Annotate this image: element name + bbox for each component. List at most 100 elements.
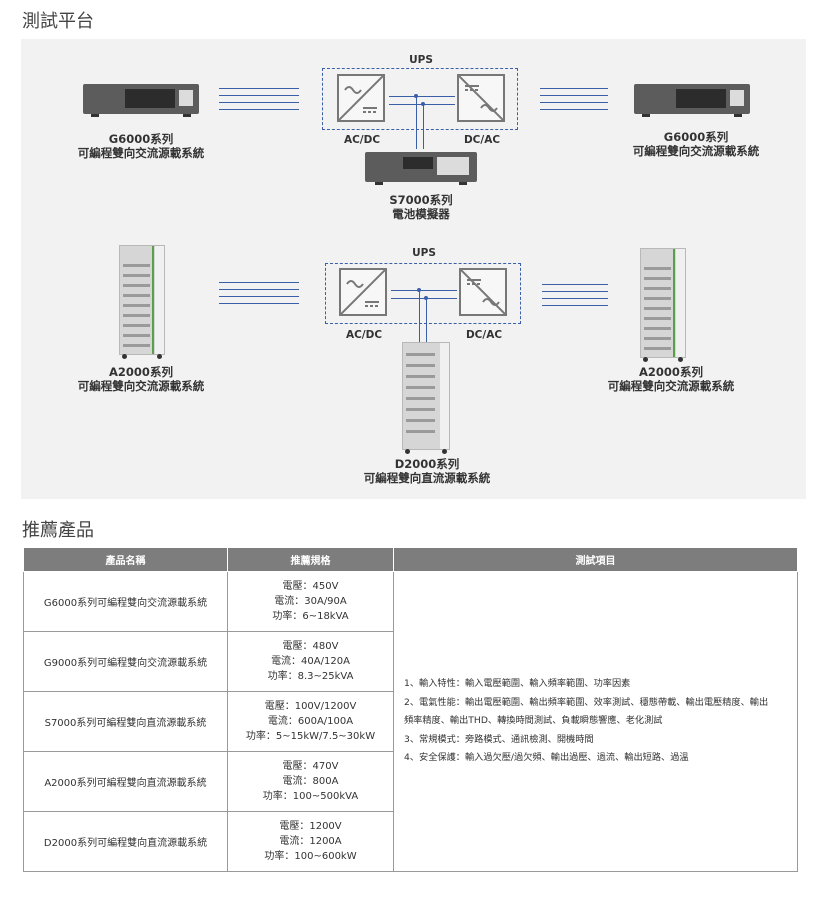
connection-line	[542, 305, 608, 306]
section-title-recommended-products: 推薦產品	[22, 520, 94, 541]
right-top-desc-label: 可編程雙向交流源載系統	[632, 144, 760, 158]
junction-dot	[417, 288, 421, 292]
right-bottom-desc-label: 可編程雙向交流源載系統	[607, 379, 735, 393]
center-bottom-series-label: D2000系列	[394, 457, 460, 471]
table-row: D2000系列可編程雙向直流源載系統 電壓：1200V 電流：1200A 功率：…	[23, 811, 798, 872]
connection-line	[219, 95, 299, 96]
spec-cell: 電壓：1200V 電流：1200A 功率：100~600kW	[227, 811, 394, 872]
spec-power: 功率：6~18kVA	[272, 611, 349, 622]
test-item: 2、電氣性能：輸出電壓範圍、輸出頻率範圍、效率測試、穩態帶載、輸出電壓精度、輸出	[404, 696, 769, 708]
connection-line	[219, 282, 299, 283]
product-name-cell: G6000系列可編程雙向交流源載系統	[23, 571, 228, 632]
junction-dot	[424, 296, 428, 300]
table-row: G9000系列可編程雙向交流源載系統 電壓：480V 電流：40A/120A 功…	[23, 631, 798, 692]
dcac-bottom-label: DC/AC	[465, 329, 503, 341]
product-spec-table: 產品名稱 推薦規格 測試項目 G6000系列可編程雙向交流源載系統 電壓：450…	[23, 547, 798, 872]
left-bottom-series-label: A2000系列	[109, 365, 173, 379]
spec-current: 電流：600A/100A	[267, 716, 354, 727]
cabinet-link-line	[426, 298, 427, 342]
spec-voltage: 電壓：480V	[282, 641, 339, 652]
product-name-cell: D2000系列可編程雙向直流源載系統	[23, 811, 228, 872]
acdc-converter-icon-top	[337, 74, 385, 122]
battery-link-line	[423, 104, 424, 149]
dcac-converter-icon-top	[457, 74, 505, 122]
section-title-test-platform: 測試平台	[22, 11, 94, 32]
g6000-device-image-left	[83, 84, 199, 117]
spec-cell: 電壓：100V/1200V 電流：600A/100A 功率：5~15kW/7.5…	[227, 691, 394, 752]
test-item: 3、常規模式：旁路模式、通訊檢測、開機時間	[404, 733, 594, 745]
table-row: G6000系列可編程雙向交流源載系統 電壓：450V 電流：30A/90A 功率…	[23, 571, 798, 872]
acdc-bottom-label: AC/DC	[345, 329, 383, 341]
ups-bottom-box	[325, 263, 521, 324]
junction-dot	[421, 102, 425, 106]
s7000-device-image	[365, 152, 477, 185]
test-platform-diagram: G6000系列 可編程雙向交流源載系統 UPS AC/DC DC/AC G600…	[21, 39, 806, 499]
spec-current: 電流：800A	[282, 776, 339, 787]
spec-current: 電流：1200A	[279, 836, 342, 847]
acdc-top-label: AC/DC	[343, 134, 381, 146]
connection-line	[219, 88, 299, 89]
spec-voltage: 電壓：450V	[282, 581, 339, 592]
spec-power: 功率：5~15kW/7.5~30kW	[245, 731, 376, 742]
center-top-series-label: S7000系列	[389, 193, 453, 207]
a2000-device-image-right	[640, 248, 686, 362]
left-bottom-desc-label: 可編程雙向交流源載系統	[77, 379, 205, 393]
left-top-desc-label: 可編程雙向交流源載系統	[77, 146, 205, 160]
spec-cell: 電壓：470V 電流：800A 功率：100~500kVA	[227, 751, 394, 812]
center-top-desc-label: 電池模擬器	[392, 207, 450, 221]
test-item: 頻率精度、輸出THD、轉換時間測試、負載瞬態響應、老化測試	[404, 715, 663, 727]
table-row: A2000系列可編程雙向直流源載系統 電壓：470V 電流：800A 功率：10…	[23, 751, 798, 812]
acdc-converter-icon-bottom	[339, 268, 387, 316]
spec-power: 功率：100~600kW	[264, 851, 357, 862]
product-name-cell: S7000系列可編程雙向直流源載系統	[23, 691, 228, 752]
connection-line	[540, 109, 608, 110]
connection-line	[542, 284, 608, 285]
connection-line	[219, 289, 299, 290]
g6000-device-image-right	[634, 84, 750, 117]
product-name-cell: A2000系列可編程雙向直流源載系統	[23, 751, 228, 812]
header-test-items: 測試項目	[393, 547, 798, 572]
ups-top-box	[322, 68, 518, 130]
spec-current: 電流：40A/120A	[271, 656, 350, 667]
table-header-row: 產品名稱 推薦規格 測試項目	[23, 547, 798, 572]
header-recommended-spec: 推薦規格	[227, 547, 394, 572]
connection-line	[540, 102, 608, 103]
ups-bottom-label: UPS	[412, 247, 436, 259]
spec-power: 功率：8.3~25kVA	[267, 671, 354, 682]
connection-line	[219, 109, 299, 110]
connection-line	[542, 291, 608, 292]
battery-link-line	[416, 96, 417, 149]
dcac-converter-icon-bottom	[459, 268, 507, 316]
spec-voltage: 電壓：470V	[282, 761, 339, 772]
dc-bus-line	[391, 290, 457, 291]
left-top-series-label: G6000系列	[108, 132, 174, 146]
test-items-cell: 1、輸入特性：輸入電壓範圍、輸入頻率範圍、功率因素 2、電氣性能：輸出電壓範圍、…	[393, 571, 798, 872]
right-top-series-label: G6000系列	[663, 130, 729, 144]
spec-voltage: 電壓：1200V	[279, 821, 342, 832]
ups-top-label: UPS	[409, 54, 433, 66]
spec-cell: 電壓：450V 電流：30A/90A 功率：6~18kVA	[227, 571, 394, 632]
header-product-name: 產品名稱	[23, 547, 228, 572]
connection-line	[542, 298, 608, 299]
junction-dot	[414, 94, 418, 98]
connection-line	[219, 102, 299, 103]
spec-power: 功率：100~500kVA	[262, 791, 359, 802]
dcac-top-label: DC/AC	[463, 134, 501, 146]
connection-line	[540, 95, 608, 96]
a2000-device-image-left	[119, 245, 165, 359]
spec-cell: 電壓：480V 電流：40A/120A 功率：8.3~25kVA	[227, 631, 394, 692]
table-row: S7000系列可編程雙向直流源載系統 電壓：100V/1200V 電流：600A…	[23, 691, 798, 752]
right-bottom-series-label: A2000系列	[639, 365, 703, 379]
spec-current: 電流：30A/90A	[274, 596, 347, 607]
center-bottom-desc-label: 可編程雙向直流源載系統	[363, 471, 491, 485]
product-name-cell: G9000系列可編程雙向交流源載系統	[23, 631, 228, 692]
spec-voltage: 電壓：100V/1200V	[264, 701, 357, 712]
d2000-device-image	[402, 342, 450, 454]
test-item: 4、安全保護：輸入過欠壓/過欠頻、輸出過壓、過流、輸出短路、過溫	[404, 752, 689, 764]
dc-bus-line	[389, 96, 455, 97]
test-item: 1、輸入特性：輸入電壓範圍、輸入頻率範圍、功率因素	[404, 678, 631, 690]
connection-line	[219, 303, 299, 304]
connection-line	[219, 296, 299, 297]
cabinet-link-line	[419, 290, 420, 342]
connection-line	[540, 88, 608, 89]
